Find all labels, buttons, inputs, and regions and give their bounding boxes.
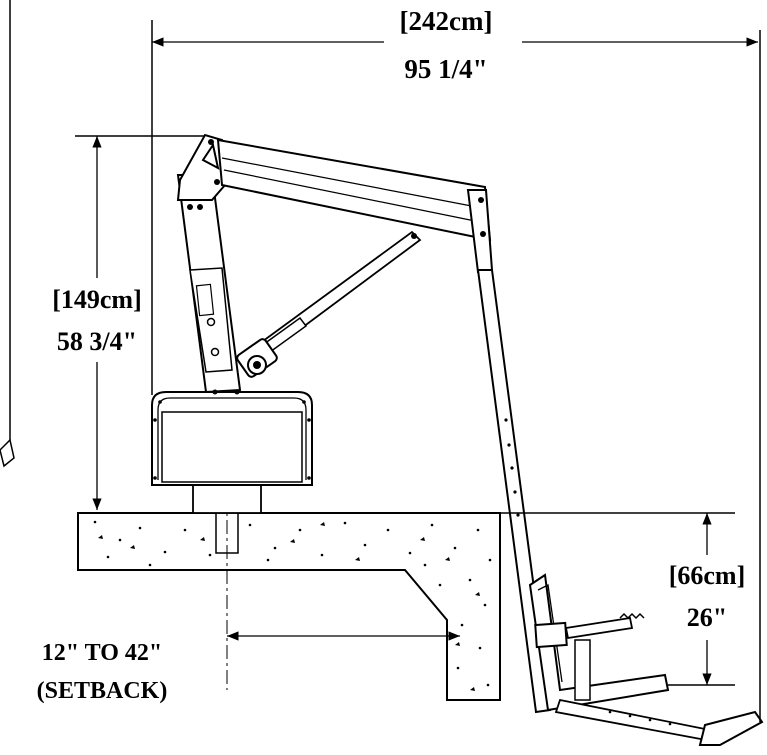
setback-range-label: 12" TO 42" [42,640,162,666]
base-pedestal [192,482,262,514]
actuator [236,230,422,378]
lift-seat [528,573,764,746]
width-metric-label: [242cm] [400,6,493,36]
seat-dimension [500,512,735,686]
control-box [151,391,313,486]
lift-boom [176,133,494,274]
width-dimension [151,20,758,395]
height-dimension [75,135,205,510]
seat-metric-label: [66cm] [669,561,746,590]
height-imperial-label: 58 3/4" [57,327,137,356]
seat-imperial-label: 26" [687,603,727,632]
concrete-deck [77,512,501,701]
left-edge-line [0,0,15,468]
height-metric-label: [149cm] [52,285,142,314]
lift-mast [176,174,242,395]
setback-note-label: (SETBACK) [37,678,168,704]
width-imperial-label: 95 1/4" [404,54,487,84]
